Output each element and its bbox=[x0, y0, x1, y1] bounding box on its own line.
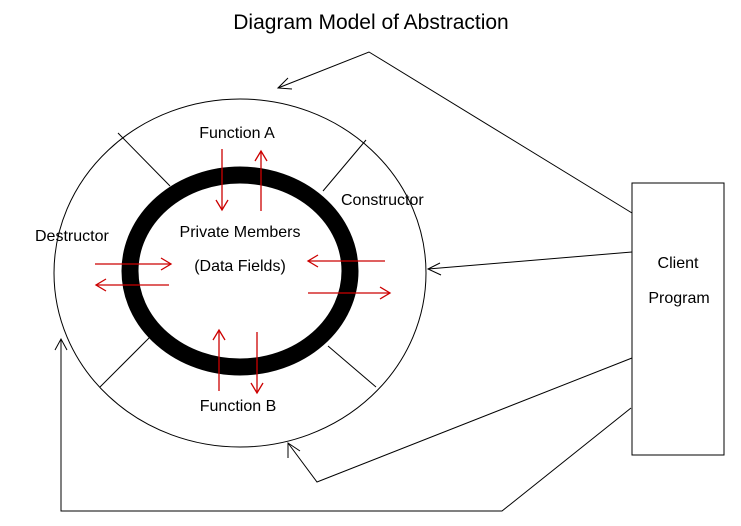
divider-top-right bbox=[322, 139, 367, 192]
arrow-function-a-out bbox=[254, 149, 268, 211]
arrow-constructor-out bbox=[308, 286, 392, 300]
client-program-box bbox=[631, 182, 725, 456]
arrow-function-a-in bbox=[215, 149, 229, 212]
connector-client-to-destructor bbox=[54, 337, 632, 512]
arrow-function-b-in bbox=[212, 328, 226, 391]
label-destructor: Destructor bbox=[35, 228, 109, 245]
label-client: Client bbox=[658, 255, 699, 272]
divider-bottom-left bbox=[99, 336, 151, 388]
connector-client-to-constructor bbox=[426, 251, 633, 276]
label-constructor: Constructor bbox=[341, 192, 424, 209]
arrow-constructor-in bbox=[306, 254, 385, 268]
label-function-a: Function A bbox=[199, 125, 275, 142]
diagram-title: Diagram Model of Abstraction bbox=[233, 11, 508, 34]
client-connectors bbox=[54, 51, 633, 512]
divider-top-left bbox=[117, 132, 171, 187]
arrow-function-b-out bbox=[250, 332, 264, 395]
connector-client-to-function-b bbox=[287, 357, 633, 483]
divider-bottom-right bbox=[327, 345, 377, 388]
internal-arrows bbox=[94, 149, 392, 395]
outer-ellipse bbox=[53, 98, 427, 448]
arrow-destructor-out bbox=[94, 278, 169, 292]
label-program: Program bbox=[648, 290, 709, 307]
connector-client-to-function-a bbox=[276, 51, 633, 214]
label-data-fields: (Data Fields) bbox=[194, 258, 286, 275]
inner-ellipse bbox=[121, 166, 359, 376]
label-private-members: Private Members bbox=[180, 224, 301, 241]
arrow-destructor-in bbox=[95, 257, 173, 271]
label-function-b: Function B bbox=[200, 398, 276, 415]
